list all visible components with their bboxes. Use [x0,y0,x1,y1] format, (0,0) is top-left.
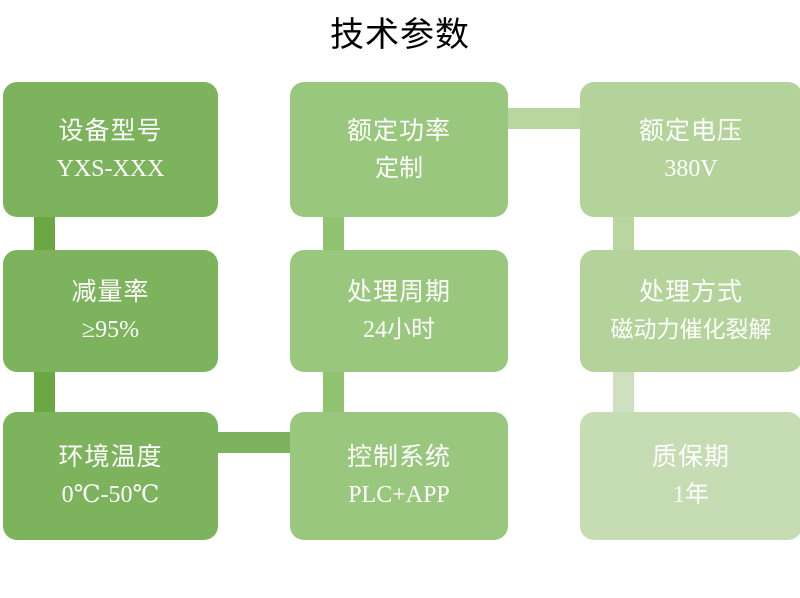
card-rated-power[interactable]: 额定功率 定制 [290,82,508,217]
card-warranty-label: 质保期 [651,443,730,471]
card-treatment-cycle[interactable]: 处理周期 24小时 [290,250,508,372]
card-treatment-method[interactable]: 处理方式 磁动力催化裂解 [580,250,800,372]
card-reduction-rate-value: ≥95% [81,317,140,343]
card-model-value: YXS-XXX [56,155,165,182]
card-reduction-rate-label: 减量率 [71,278,150,306]
card-ambient-temperature[interactable]: 环境温度 0℃-50℃ [3,412,218,540]
card-rated-voltage-value: 380V [664,155,718,182]
card-warranty-value: 1年 [673,482,709,508]
card-reduction-rate[interactable]: 减量率 ≥95% [3,250,218,372]
card-ambient-temperature-value: 0℃-50℃ [61,482,160,508]
page-title: 技术参数 [330,16,470,54]
card-treatment-cycle-value: 24小时 [363,317,435,343]
card-model[interactable]: 设备型号 YXS-XXX [3,82,218,217]
card-model-label: 设备型号 [58,116,163,145]
card-control-system-label: 控制系统 [346,443,451,471]
card-control-system[interactable]: 控制系统 PLC+APP [290,412,508,540]
card-treatment-cycle-label: 处理周期 [346,278,451,306]
card-rated-power-label: 额定功率 [346,116,451,145]
card-warranty[interactable]: 质保期 1年 [580,412,800,540]
card-control-system-value: PLC+APP [348,482,450,508]
card-ambient-temperature-label: 环境温度 [58,443,163,471]
card-rated-voltage[interactable]: 额定电压 380V [580,82,800,217]
card-rated-voltage-label: 额定电压 [638,116,743,145]
card-treatment-method-value: 磁动力催化裂解 [610,317,772,342]
card-treatment-method-label: 处理方式 [638,278,743,306]
card-rated-power-value: 定制 [375,155,423,182]
